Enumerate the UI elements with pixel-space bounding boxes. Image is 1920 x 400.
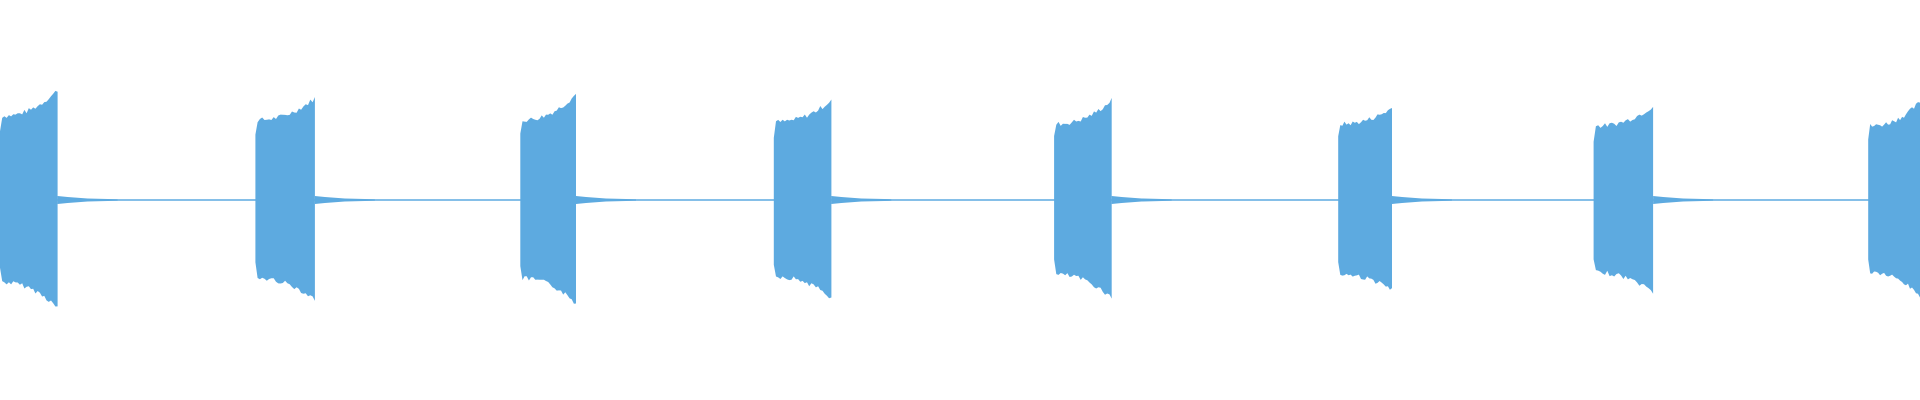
waveform-burst (520, 93, 576, 304)
waveform-burst (0, 90, 58, 307)
waveform-decay-tail (831, 196, 892, 204)
waveform-burst (773, 99, 832, 299)
waveform-burst (1868, 102, 1920, 298)
waveform-decay-tail (57, 196, 118, 204)
waveform-burst (1338, 108, 1392, 290)
waveform-burst (1593, 106, 1654, 294)
waveform-decay-tail (314, 196, 375, 204)
waveform-decay-tail (1111, 196, 1172, 204)
waveform-decay-tail (576, 196, 636, 204)
waveform-bursts (0, 90, 1920, 307)
waveform-decay-tail (1653, 196, 1714, 204)
waveform-burst (1054, 97, 1112, 299)
waveform-burst (255, 97, 315, 301)
waveform-decay-tail (1392, 196, 1452, 204)
